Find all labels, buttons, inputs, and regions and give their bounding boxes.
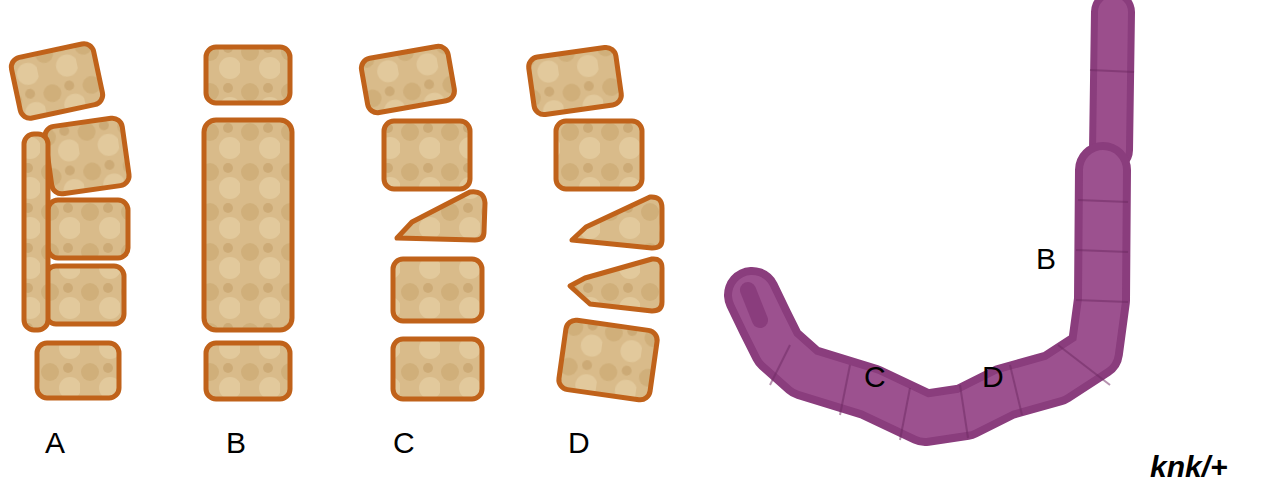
panel-letter: A bbox=[45, 428, 65, 458]
panel-letter: C bbox=[393, 428, 415, 458]
region-letter: B bbox=[1036, 244, 1056, 274]
panel-letter: B bbox=[226, 428, 246, 458]
region-letter: C bbox=[864, 362, 886, 392]
panel-letter: D bbox=[568, 428, 590, 458]
genotype-label: knk/+ bbox=[1150, 452, 1228, 482]
region-letter: D bbox=[982, 362, 1004, 392]
